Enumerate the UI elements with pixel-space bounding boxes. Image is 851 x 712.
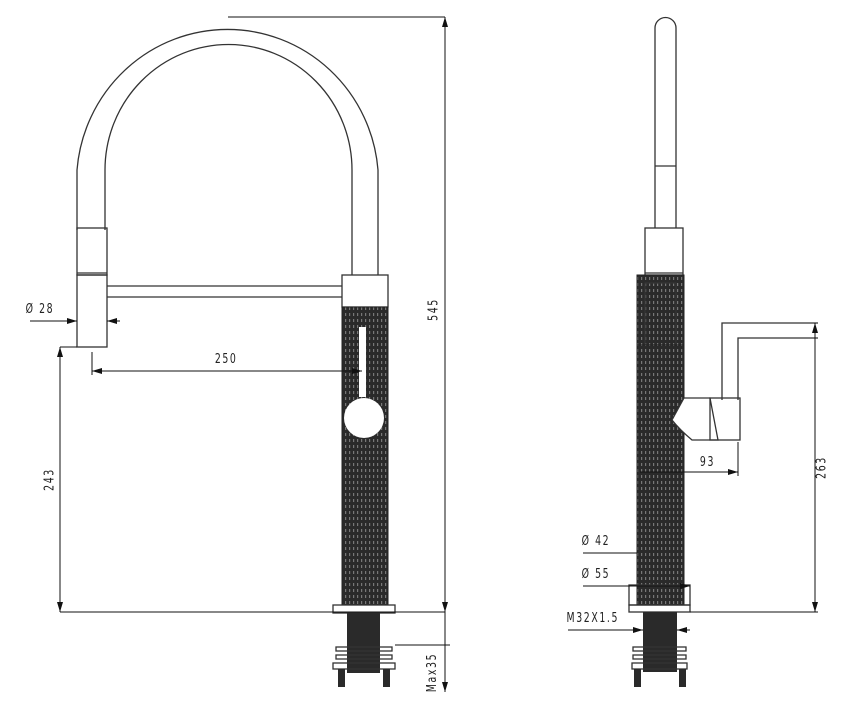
shank [643,612,677,672]
body-top [636,274,685,346]
spout-arch-inner [104,43,353,275]
lever-knob [344,398,384,438]
spout-rod [654,16,677,228]
dim-handle-projection: 93 [699,455,716,470]
mounting-bolt [383,669,390,687]
dim-thread: M32X1.5 [566,611,620,626]
mounting-bolt [338,669,345,687]
magnetic-arm [107,285,342,298]
dim-max-deck: Max35 [425,652,441,693]
base-plate [628,604,691,613]
lever-slot [359,327,366,397]
body-top-cap [341,274,389,308]
dim-total-height: 545 [426,298,442,321]
faucet-body [636,344,685,606]
front-view [30,16,450,692]
side-view [568,16,818,687]
handle-hub [671,397,719,441]
dim-handle-height: 263 [814,456,830,479]
spray-head-collar [76,227,108,276]
spray-head-collar [644,227,684,276]
spray-head [76,274,108,348]
dim-spout-diameter: Ø 28 [25,302,55,317]
dim-body-diameter: Ø 42 [581,534,611,549]
handle-lever [721,322,818,400]
dim-base-diameter: Ø 55 [581,567,611,582]
dim-spout-clearance: 243 [42,468,58,491]
mounting-bolt [634,669,641,687]
spout-arch [76,28,379,275]
dim-reach: 250 [214,352,238,367]
mounting-bolt [679,669,686,687]
shank [347,613,380,673]
